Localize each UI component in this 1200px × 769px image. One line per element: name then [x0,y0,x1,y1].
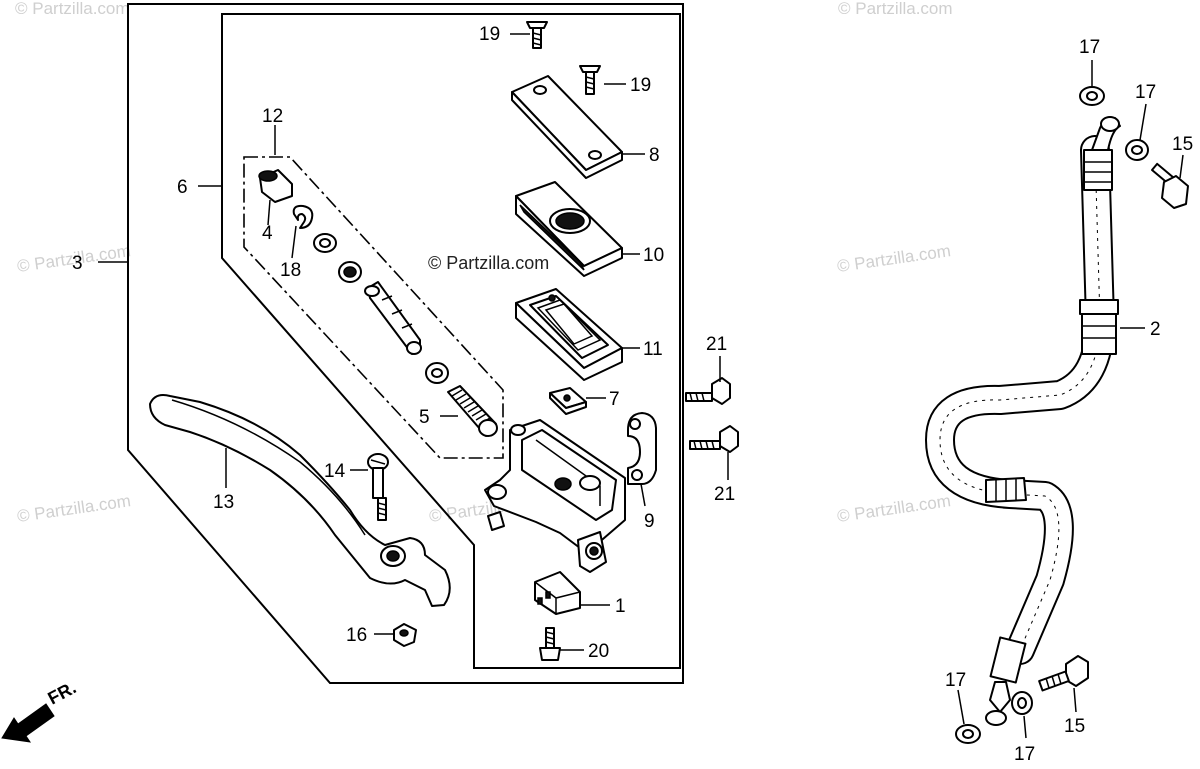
circlip-18 [292,204,314,229]
master-cylinder-body [484,419,626,573]
arrow-icon [1,703,55,743]
brake-switch-1 [534,571,581,615]
callout-7: 7 [609,389,620,410]
callout-5: 5 [419,407,430,428]
leader-lines [98,33,1184,739]
outline-piston-kit [243,156,504,459]
washer-seal [313,233,337,253]
callouts: 19 19 8 10 11 7 9 21 21 1 20 12 6 3 4 18… [72,24,1193,765]
callout-16: 16 [346,625,367,646]
bolt-21-lower [689,425,739,453]
callout-3: 3 [72,253,83,274]
callout-17: 17 [1014,744,1035,765]
callout-15: 15 [1064,716,1085,737]
banjo-bolt-15-upper [1151,162,1189,209]
watermark: © Partzilla.com [15,0,130,18]
callout-12: 12 [262,106,283,127]
callout-13: 13 [213,492,234,513]
callout-6: 6 [177,177,188,198]
callout-21: 21 [714,484,735,505]
callout-4: 4 [262,223,273,244]
callout-17: 17 [945,670,966,691]
callout-8: 8 [649,145,660,166]
watermark: © Partzilla.com [836,241,952,276]
brake-lever-13 [149,394,451,607]
callout-18: 18 [280,260,301,281]
diaphragm-plate-10 [515,181,623,277]
callout-2: 2 [1150,319,1161,340]
watermark: © Partzilla.com [838,0,953,18]
watermark: © Partzilla.com [16,491,132,526]
callout-20: 20 [588,641,609,662]
bolt-21-upper [685,377,731,405]
front-direction-indicator: FR. [1,677,79,743]
secondary-cup [425,362,449,384]
spring-5 [447,385,498,437]
callout-17: 17 [1135,82,1156,103]
washer-17-lower-left [955,724,981,744]
reservoir-cap-8 [511,75,623,179]
pivot-bolt-14 [367,453,389,521]
callout-1: 1 [615,596,626,617]
brake-hose-2 [925,116,1121,726]
copyright-label: © Partzilla.com [428,253,549,273]
callout-19: 19 [630,75,651,96]
piston [364,281,422,355]
callout-11: 11 [643,339,663,360]
callout-19: 19 [479,24,500,45]
banjo-bolt-15-lower [1038,655,1089,692]
callout-14: 14 [324,461,346,482]
primary-cup [338,261,362,283]
washer-17-upper-right [1125,139,1149,161]
holder-clamp-9 [627,412,657,485]
screw-19-right [579,65,601,95]
washer-17-top [1079,86,1105,106]
washer-17-lower-right [1011,691,1033,715]
nut-16 [393,623,417,647]
callout-21: 21 [706,334,727,355]
diaphragm-11 [515,288,623,381]
screw-19-top [526,21,548,49]
outline-master-cylinder [221,13,681,669]
outline-assembly-3 [127,3,684,684]
callout-17: 17 [1079,37,1100,58]
watermark: © Partzilla.com [836,491,952,526]
callout-9: 9 [644,511,655,532]
boot-4 [258,169,293,203]
callout-10: 10 [643,245,664,266]
screw-20 [539,627,561,661]
plate-7 [549,387,587,415]
direction-label: FR. [44,677,79,708]
callout-15: 15 [1172,134,1193,155]
